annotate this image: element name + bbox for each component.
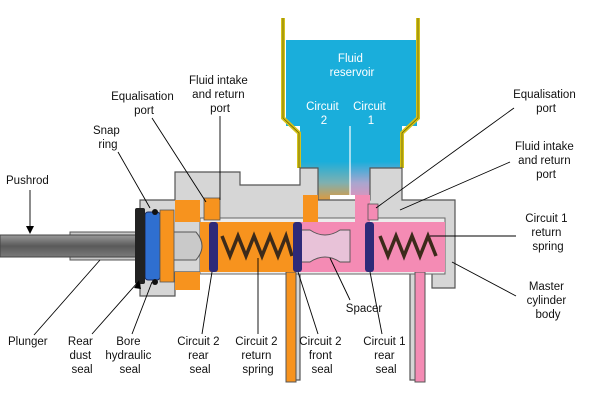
label-line: Snap — [93, 125, 120, 137]
label-line: port — [134, 105, 155, 117]
spacer — [299, 229, 351, 263]
leader-rear-dust-seal — [91, 281, 139, 335]
label-circuit1-top-line: Circuit — [353, 101, 386, 113]
label-circuit1-return-spring: Circuit 1 return spring — [525, 213, 570, 253]
label-circuit1-top-line: 1 — [368, 115, 374, 127]
label-line: and return — [192, 89, 244, 101]
circuit1-equalisation-port — [367, 203, 379, 221]
label-bore-hydraulic-seal: Bore hydraulic seal — [105, 336, 154, 376]
label-line: Rear — [68, 336, 93, 348]
rear-dust-seal — [135, 208, 145, 284]
label-line: Equalisation — [111, 91, 174, 103]
label-line: and return — [518, 155, 570, 167]
label-line: Bore — [116, 336, 140, 348]
label-line: dust — [70, 350, 93, 362]
circuit1-rear-seal — [365, 222, 374, 272]
label-equalisation-port-left: Equalisation port — [111, 91, 177, 117]
label-line: Circuit 2 — [235, 336, 277, 348]
label-line: return — [531, 227, 561, 239]
label-line: Circuit 1 — [525, 213, 567, 225]
label-line: cylinder — [527, 295, 567, 307]
label-circuit2-return-spring: Circuit 2 return spring — [235, 336, 280, 376]
leader-snap-ring — [117, 151, 151, 209]
leader-circuit2-rear-seal — [201, 271, 213, 335]
leader-equalisation-port-right — [375, 107, 515, 209]
leader-master-cylinder-body — [451, 261, 517, 297]
label-line: seal — [71, 364, 92, 376]
label-plunger: Plunger — [8, 336, 48, 348]
label-line: rear — [188, 350, 209, 362]
circuit1-return-spring — [378, 231, 438, 261]
circuit2-rear-seal — [209, 222, 218, 272]
leader-bore-hydraulic-seal — [131, 281, 153, 335]
label-line: return — [241, 350, 271, 362]
label-line: Circuit 2 — [299, 336, 341, 348]
leader-equalisation-port-left — [151, 117, 207, 203]
label-line: port — [210, 103, 231, 115]
label-line: ring — [98, 139, 117, 151]
label-line: spring — [532, 241, 563, 253]
label-spacer: Spacer — [346, 303, 383, 315]
circuit2-outlet-pipe — [285, 271, 297, 383]
label-line: hydraulic — [105, 350, 151, 362]
circuit2-equalisation-port — [203, 197, 221, 221]
label-line: seal — [119, 364, 140, 376]
label-master-cylinder-body: Master cylinder body — [527, 281, 570, 321]
leader-circuit2-front-seal — [297, 271, 319, 335]
label-line: Equalisation — [513, 89, 576, 101]
label-pushrod: Pushrod — [6, 175, 49, 187]
label-circuit2-top-line: 2 — [321, 115, 327, 127]
label-circuit2-rear-seal: Circuit 2 rear seal — [177, 336, 222, 376]
label-circuit1-rear-seal: Circuit 1 rear seal — [363, 336, 408, 376]
label-line: seal — [311, 364, 332, 376]
label-line: Fluid intake — [189, 75, 248, 87]
label-fluid-reservoir-line: reservoir — [330, 67, 375, 79]
label-rear-dust-seal: Rear dust seal — [68, 336, 96, 376]
reservoir-fluid — [286, 40, 417, 126]
leader-fluid-intake-right — [399, 161, 511, 211]
label-line: Master — [529, 281, 564, 293]
label-line: Circuit 1 — [363, 336, 405, 348]
label-circuit2-top: Circuit 2 — [306, 101, 342, 127]
label-line: Fluid intake — [515, 141, 574, 153]
label-line: front — [309, 350, 333, 362]
label-line: spring — [242, 364, 273, 376]
label-equalisation-port-right: Equalisation port — [513, 89, 579, 115]
label-line: Circuit 2 — [177, 336, 219, 348]
circuit1-intake-channel — [355, 195, 370, 222]
circuit2-return-spring — [220, 230, 294, 261]
label-line: seal — [375, 364, 396, 376]
label-snap-ring: Snap ring — [93, 125, 123, 151]
leader-plunger — [33, 259, 101, 336]
leader-circuit1-rear-seal — [369, 271, 383, 335]
label-line: rear — [374, 350, 395, 362]
circuit2-rear-cup — [159, 209, 175, 283]
label-line: body — [536, 309, 561, 321]
label-line: seal — [189, 364, 210, 376]
circuit1-outlet-pipe — [414, 271, 426, 383]
label-fluid-reservoir: Fluid reservoir — [330, 53, 375, 79]
label-fluid-intake-right: Fluid intake and return port — [515, 141, 577, 181]
circuit2-intake-channel — [303, 195, 318, 222]
snap-ring — [152, 209, 158, 215]
label-line: port — [536, 169, 557, 181]
label-fluid-reservoir-line: Fluid — [338, 53, 363, 65]
label-line: port — [536, 103, 557, 115]
circuit2-front-seal — [293, 222, 302, 272]
label-circuit2-top-line: Circuit — [306, 101, 339, 113]
label-circuit2-front-seal: Circuit 2 front seal — [299, 336, 344, 376]
label-fluid-intake-left: Fluid intake and return port — [189, 75, 251, 115]
label-circuit1-top: Circuit 1 — [353, 101, 389, 127]
leader-spacer — [329, 257, 351, 301]
bore-hydraulic-seal — [144, 211, 161, 281]
